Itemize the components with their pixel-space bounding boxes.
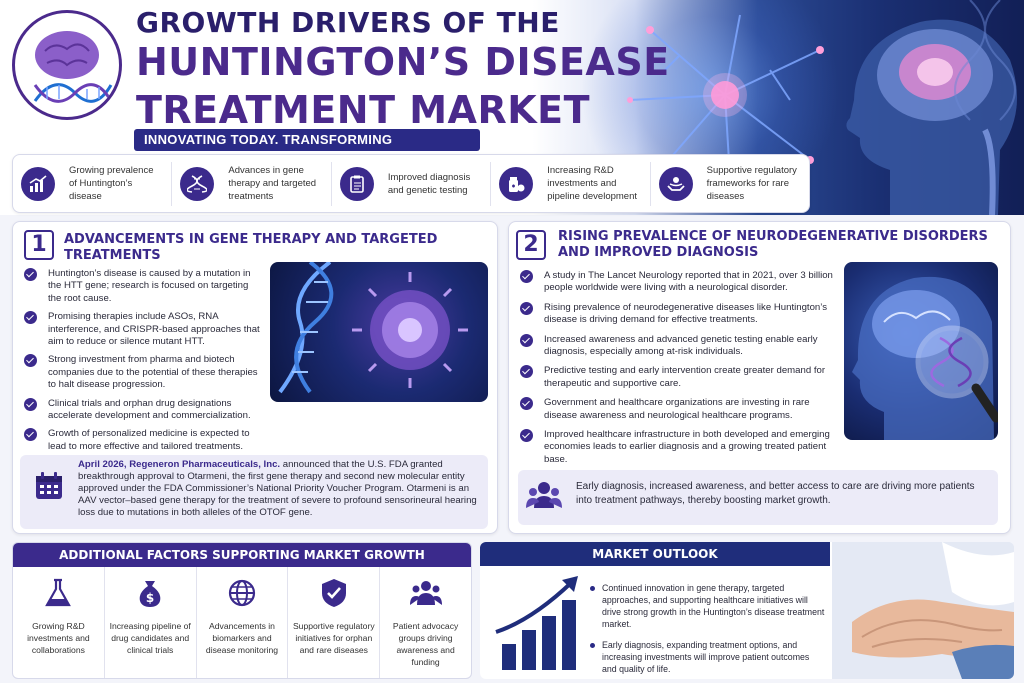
factor-item: Growing R&D investments and collaboratio… (13, 567, 105, 678)
factor-label: Growing R&D investments and collaboratio… (27, 621, 90, 655)
check-icon (24, 397, 37, 411)
svg-text:$: $ (146, 591, 154, 605)
people-group-icon (409, 581, 442, 605)
section2-bullet-list: A study in The Lancet Neurology reported… (520, 270, 838, 466)
driver-label: Supportive regulatory frameworks for rar… (706, 165, 797, 202)
check-icon (520, 365, 533, 379)
market-outlook-title: MARKET OUTLOOK (480, 542, 830, 566)
market-outlook-panel: MARKET OUTLOOK Continued innovation in g… (480, 542, 1014, 679)
check-icon (24, 311, 37, 325)
growth-chart-icon (21, 166, 55, 201)
driver-item: Growing prevalence of Huntington’s disea… (13, 161, 173, 206)
bullet-item: Government and healthcare organizations … (520, 397, 838, 422)
gene-therapy-illustration (270, 262, 488, 402)
check-icon (520, 301, 533, 315)
news-text: April 2026, Regeneron Pharmaceuticals, I… (78, 459, 478, 519)
check-icon (24, 354, 37, 368)
section-title-line-1: RISING PREVALENCE OF NEURODEGENERATIVE D… (558, 229, 988, 244)
driver-label: Growing prevalence of Huntington’s disea… (69, 165, 154, 202)
outlook-bullet-item: Continued innovation in gene therapy, ta… (590, 582, 825, 630)
driver-label: Improved diagnosis and genetic testing (387, 171, 471, 196)
bullet-item: Clinical trials and orphan drug designat… (24, 397, 262, 423)
calendar-icon (36, 472, 62, 499)
growth-bar-chart-icon (495, 576, 578, 670)
factor-item: $ Increasing pipeline of drug candidates… (105, 567, 197, 678)
globe-icon (228, 579, 256, 607)
outlook-bullet-list: Continued innovation in gene therapy, ta… (590, 582, 825, 679)
news-lead: April 2026, Regeneron Pharmaceuticals, I… (78, 459, 281, 470)
bullet-item: Predictive testing and early interventio… (520, 365, 838, 390)
factor-item: Supportive regulatory initiatives for or… (288, 567, 381, 678)
section1-bullet-list: Huntington’s disease is caused by a muta… (24, 268, 262, 453)
dna-virus-icon (278, 262, 468, 394)
growth-drivers-strip: Growing prevalence of Huntington’s disea… (12, 154, 810, 213)
factor-item: Advancements in biomarkers and disease m… (197, 567, 289, 678)
driver-item: Improved diagnosis and genetic testing (332, 161, 492, 206)
flask-icon (45, 578, 72, 607)
page-title-line-1: GROWTH DRIVERS OF THE (136, 6, 560, 39)
check-icon (520, 397, 533, 411)
brain-magnifier-icon (852, 276, 998, 440)
check-icon (520, 429, 533, 443)
diagnosis-illustration (844, 262, 998, 440)
section-title-line-2: AND IMPROVED DIAGNOSIS (558, 245, 759, 260)
factor-item: Patient advocacy groups driving awarenes… (380, 567, 471, 678)
shield-check-icon (321, 579, 346, 607)
news-body: announced that the U.S. FDA granted brea… (78, 459, 477, 518)
driver-label: Advances in gene therapy and targeted tr… (228, 165, 317, 202)
factor-label: Increasing pipeline of drug candidates a… (109, 621, 191, 655)
driver-label: Increasing R&D investments and pipeline … (547, 165, 638, 202)
section-number-badge: 1 (24, 230, 54, 260)
clipboard-icon (339, 166, 374, 201)
factor-label: Advancements in biomarkers and disease m… (205, 621, 279, 655)
driver-item: Increasing R&D investments and pipeline … (491, 161, 651, 206)
check-icon (24, 428, 37, 442)
driver-item: Supportive regulatory frameworks for rar… (651, 162, 809, 206)
news-highlight-box: April 2026, Regeneron Pharmaceuticals, I… (20, 455, 488, 529)
additional-factors-panel: ADDITIONAL FACTORS SUPPORTING MARKET GRO… (12, 542, 472, 679)
bullet-item: Huntington’s disease is caused by a muta… (24, 268, 262, 305)
outlook-bullet-item: Early diagnosis, expanding treatment opt… (590, 639, 825, 675)
bullet-item: Strong investment from pharma and biotec… (24, 354, 262, 391)
check-icon (520, 270, 533, 283)
section-title: RISING PREVALENCE OF NEURODEGENERATIVE D… (558, 229, 998, 261)
driver-item: Advances in gene therapy and targeted tr… (172, 161, 332, 206)
medicine-icon (499, 166, 534, 201)
dna-icon (180, 166, 215, 201)
page-title-line-3: TREATMENT MARKET (136, 88, 591, 132)
brain-dna-logo-icon (33, 31, 113, 103)
people-group-icon (526, 482, 562, 508)
logo-emblem (12, 10, 122, 120)
factor-label: Supportive regulatory initiatives for or… (292, 621, 375, 655)
head-brain-illustration (846, 0, 1018, 215)
tagline-banner: INNOVATING TODAY. TRANSFORMING TOMORROW. (134, 129, 480, 169)
bullet-item: Increased awareness and advanced genetic… (520, 333, 838, 359)
callout-text: Early diagnosis, increased awareness, an… (576, 481, 975, 506)
hands-care-icon (658, 166, 693, 201)
check-icon (24, 268, 37, 281)
page-title-line-2: HUNTINGTON’S DISEASE (136, 40, 670, 84)
section-number-badge: 2 (516, 230, 546, 260)
bullet-item: A study in The Lancet Neurology reported… (520, 270, 838, 295)
bullet-item: Improved healthcare infrastructure in bo… (520, 429, 838, 466)
section-title: ADVANCEMENTS IN GENE THERAPY AND TARGETE… (64, 232, 438, 263)
money-bag-icon: $ (139, 581, 161, 607)
bullet-item: Rising prevalence of neurodegenerative d… (520, 301, 838, 327)
check-icon (520, 333, 533, 347)
factor-label: Patient advocacy groups driving awarenes… (392, 621, 459, 667)
bullet-item: Growth of personalized medicine is expec… (24, 428, 262, 453)
bullet-item: Promising therapies include ASOs, RNA in… (24, 311, 262, 348)
holding-hands-illustration (832, 542, 1014, 679)
additional-factors-title: ADDITIONAL FACTORS SUPPORTING MARKET GRO… (13, 543, 471, 567)
callout-box: Early diagnosis, increased awareness, an… (518, 470, 998, 525)
